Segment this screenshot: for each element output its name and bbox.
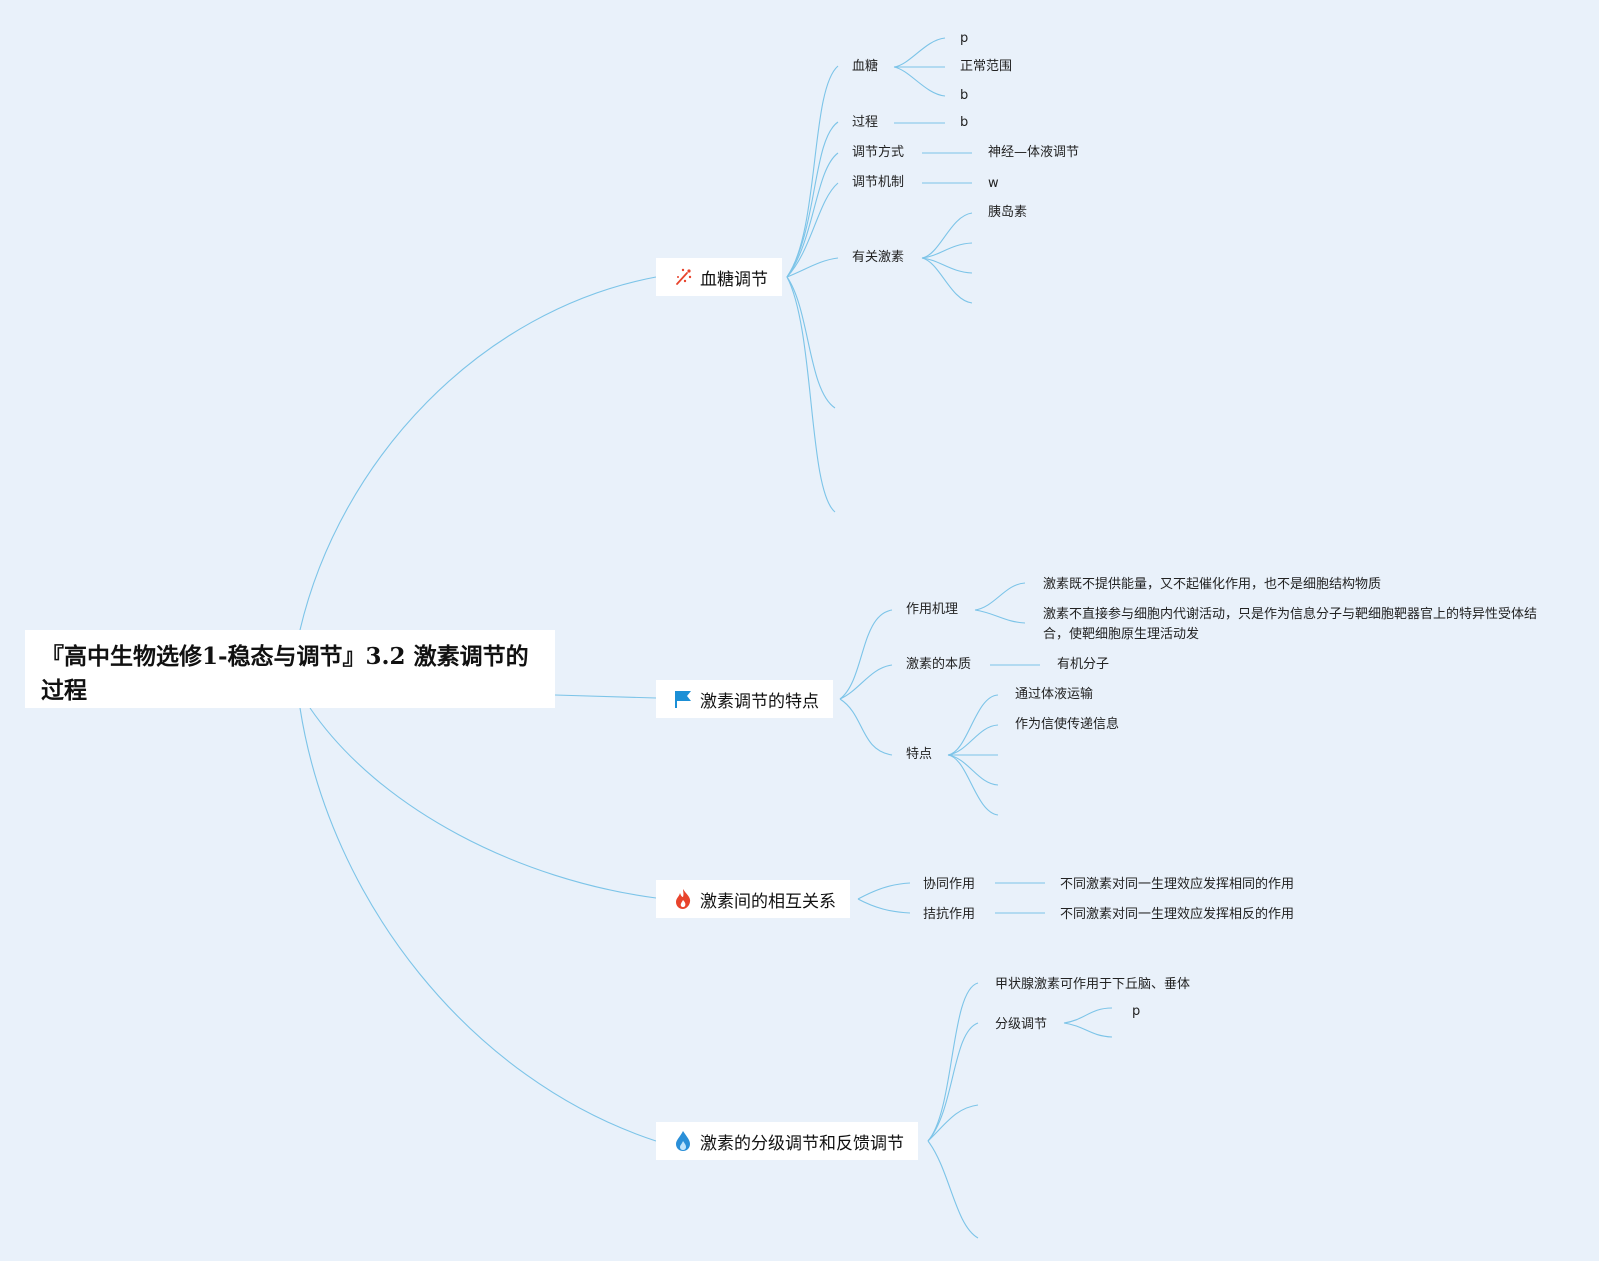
sparkle-icon [672,266,694,288]
node-fangshi[interactable]: 调节方式 [852,145,905,160]
node-fangshi-value[interactable]: 神经—体液调节 [988,145,1080,160]
node-jili[interactable]: 作用机理 [906,602,959,617]
node-xietong[interactable]: 协同作用 [923,877,976,892]
node-tedian[interactable]: 特点 [906,747,933,762]
node-fenji[interactable]: 分级调节 [995,1017,1048,1032]
flag-icon [672,688,694,710]
node-benzhi-value[interactable]: 有机分子 [1057,657,1110,672]
node-jisu-value[interactable]: 胰岛素 [988,205,1028,220]
branch-label: 激素间的相互关系 [700,891,836,912]
node-jili-item[interactable]: 激素不直接参与细胞内代谢活动，只是作为信息分子与靶细胞靶器官上的特异性受体结合，… [1043,607,1538,642]
node-benzhi[interactable]: 激素的本质 [906,657,972,672]
branch-hormone-relations[interactable]: 激素间的相互关系 [656,880,850,918]
branch-label: 血糖调节 [700,269,768,290]
node-jizhi[interactable]: 调节机制 [852,175,905,190]
fire-icon [672,888,694,910]
node-guocheng[interactable]: 过程 [852,115,879,130]
node-jisu[interactable]: 有关激素 [852,250,905,265]
node-xuetang-item[interactable]: b [960,88,969,103]
node-xuetang-item[interactable]: p [960,31,969,46]
root-topic[interactable]: 『高中生物选修1-稳态与调节』3.2 激素调节的过程 [25,630,555,708]
node-xuetang[interactable]: 血糖 [852,59,879,74]
branch-label: 激素调节的特点 [700,691,819,712]
branch-hormone-features[interactable]: 激素调节的特点 [656,680,833,718]
node-jiekang-value[interactable]: 不同激素对同一生理效应发挥相反的作用 [1060,907,1295,922]
node-guocheng-value[interactable]: b [960,115,969,130]
node-tedian-item[interactable]: 作为信使传递信息 [1015,717,1120,732]
node-jiazhuang[interactable]: 甲状腺激素可作用于下丘脑、垂体 [995,977,1191,992]
node-jili-item[interactable]: 激素既不提供能量，又不起催化作用，也不是细胞结构物质 [1043,577,1382,592]
node-xuetang-item[interactable]: 正常范围 [960,59,1013,74]
node-jiekang[interactable]: 拮抗作用 [923,907,976,922]
branch-glucose-regulation[interactable]: 血糖调节 [656,258,782,296]
node-fenji-value[interactable]: p [1132,1004,1141,1019]
flame-drop-icon [672,1130,694,1152]
root-title: 『高中生物选修1-稳态与调节』3.2 激素调节的过程 [41,643,529,704]
node-xietong-value[interactable]: 不同激素对同一生理效应发挥相同的作用 [1060,877,1295,892]
branch-label: 激素的分级调节和反馈调节 [700,1133,904,1154]
node-tedian-item[interactable]: 通过体液运输 [1015,687,1094,702]
branch-hierarchical-feedback[interactable]: 激素的分级调节和反馈调节 [656,1122,918,1160]
node-jizhi-value[interactable]: w [988,176,999,191]
